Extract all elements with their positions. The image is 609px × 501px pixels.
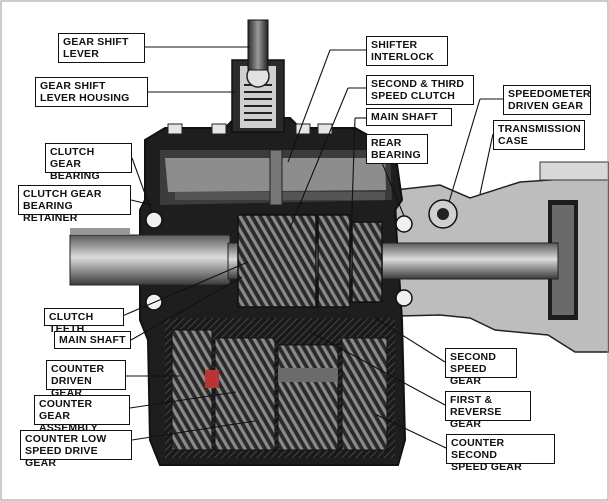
- label-second-speed-gear: SECOND SPEED GEAR: [445, 348, 517, 387]
- second-speed-gear: [317, 214, 351, 308]
- label-counter-gear-assembly: COUNTER GEAR ASSEMBLY: [34, 395, 130, 434]
- label-counter-low-speed-drive-gear: COUNTER LOW SPEED DRIVE GEAR: [20, 430, 132, 469]
- label-counter-driven-gear: COUNTER DRIVEN GEAR: [46, 360, 126, 399]
- shifter-rail: [175, 149, 385, 206]
- label-shifter-interlock: SHIFTER INTERLOCK: [366, 36, 448, 66]
- gear-shift-lever: [247, 19, 269, 71]
- label-clutch-gear-bearing-retainer: CLUTCH GEAR BEARING RETAINER: [18, 185, 131, 224]
- label-second-third-speed-clutch: SECOND & THIRD SPEED CLUTCH: [366, 75, 474, 105]
- label-clutch-teeth: CLUTCH TEETH: [44, 308, 124, 335]
- top-bolts: [167, 123, 333, 135]
- first-reverse-gear: [351, 221, 383, 303]
- label-rear-bearing: REAR BEARING: [366, 134, 428, 164]
- label-counter-second-speed-gear: COUNTER SECOND SPEED GEAR: [446, 434, 555, 473]
- label-main-shaft-top: MAIN SHAFT: [366, 108, 452, 126]
- label-speedometer-driven-gear: SPEEDOMETER DRIVEN GEAR: [503, 85, 591, 115]
- label-gear-shift-lever: GEAR SHIFT LEVER: [58, 33, 145, 63]
- gear-shift-lever-housing: [231, 59, 285, 133]
- clutch-shaft: [69, 228, 231, 286]
- leader-lines: [119, 46, 503, 449]
- second-third-speed-clutch-gear: [237, 214, 317, 308]
- label-main-shaft-left: MAIN SHAFT: [54, 331, 131, 349]
- label-gear-shift-lever-housing: GEAR SHIFT LEVER HOUSING: [35, 77, 148, 107]
- bearings: [145, 211, 413, 311]
- counter-gear-assembly: [165, 318, 395, 458]
- label-first-reverse-gear: FIRST & REVERSE GEAR: [445, 391, 531, 430]
- speedometer-driven-gear: [428, 199, 458, 229]
- label-transmission-case: TRANSMISSION CASE: [493, 120, 585, 150]
- label-clutch-gear-bearing: CLUTCH GEAR BEARING: [45, 143, 132, 182]
